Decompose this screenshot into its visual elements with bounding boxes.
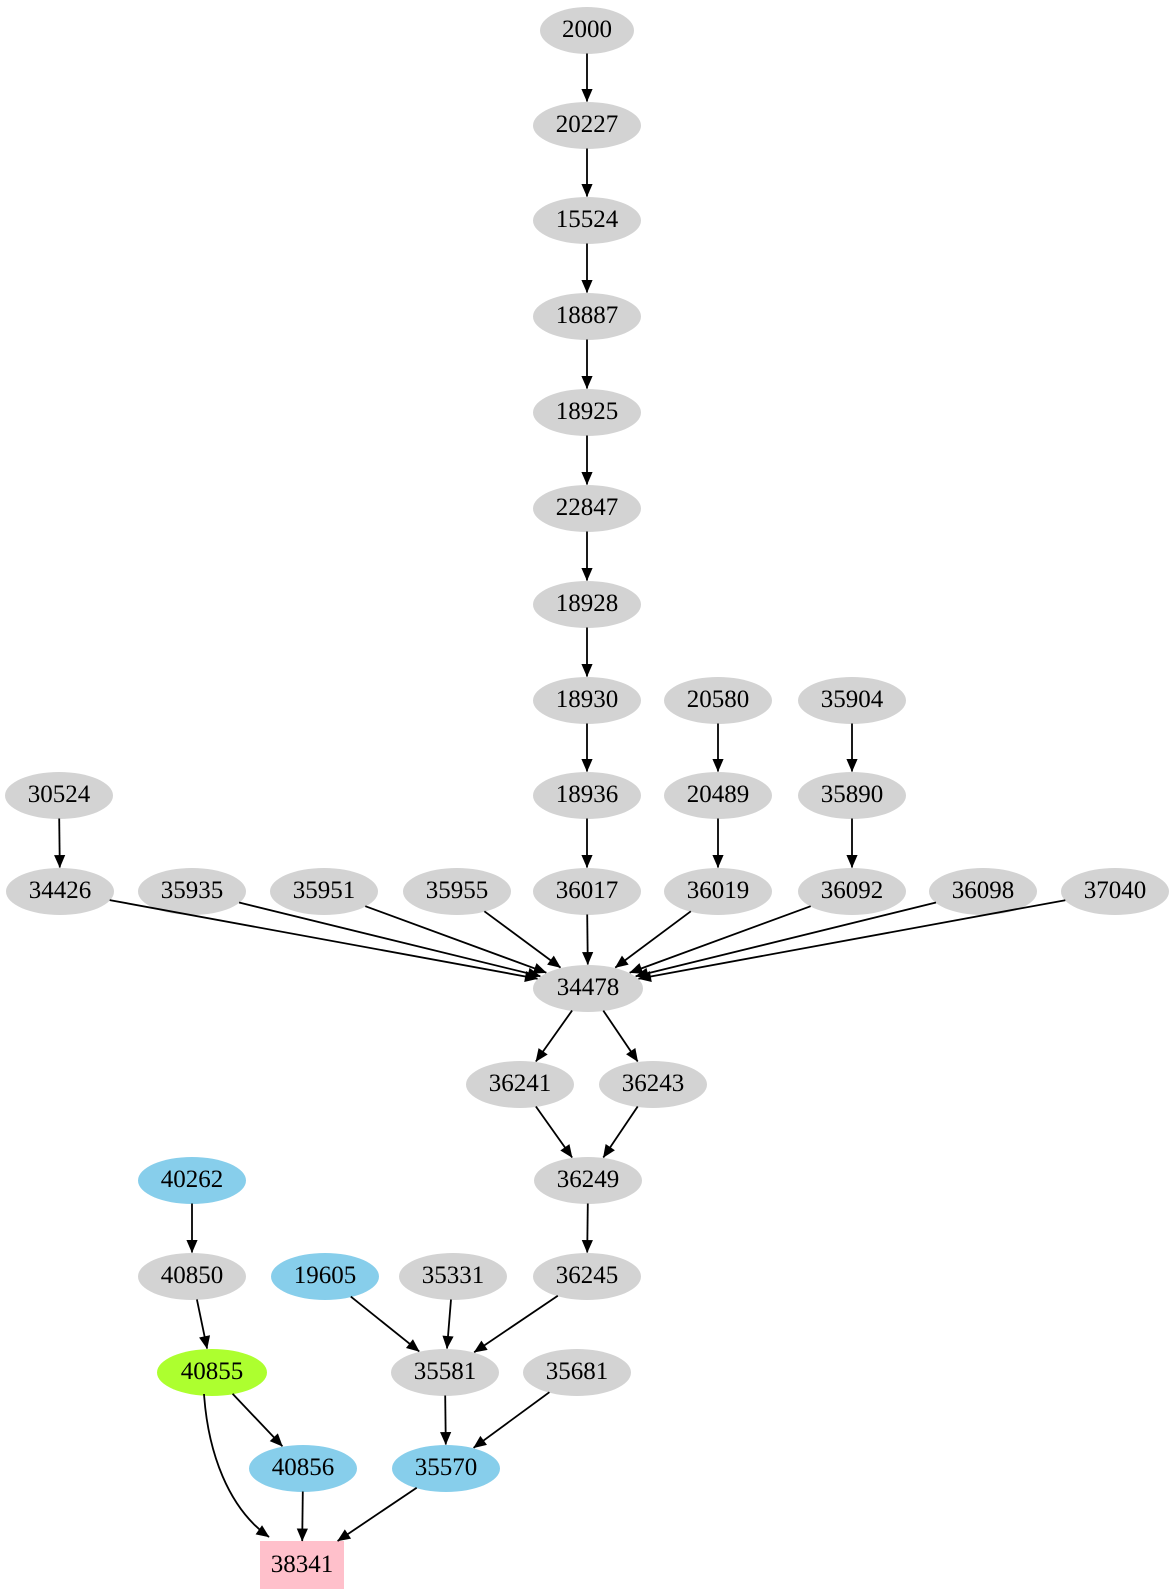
graph-node-35581: 35581 <box>391 1348 499 1396</box>
graph-node-19605: 19605 <box>271 1252 379 1300</box>
graph-node-35955: 35955 <box>403 867 511 915</box>
graph-node-35890: 35890 <box>798 771 906 819</box>
graph-node-40850: 40850 <box>138 1252 246 1300</box>
graph-node-40855: 40855 <box>157 1348 267 1396</box>
graph-edge-36017-34478 <box>582 914 594 966</box>
graph-node-35935: 35935 <box>138 867 246 915</box>
graph-edge-36019-34478 <box>614 910 692 969</box>
graph-edge-19605-35581 <box>350 1295 420 1353</box>
graph-edge-40856-38341 <box>296 1491 308 1542</box>
graph-edge-35951-34478 <box>364 905 547 974</box>
graph-edge-35681-35570 <box>473 1391 550 1449</box>
graph-node-36249: 36249 <box>534 1156 642 1204</box>
graph-node-18930: 18930 <box>533 676 641 724</box>
graph-node-20580: 20580 <box>664 676 772 724</box>
graph-edge-35331-35581 <box>442 1299 454 1350</box>
graph-node-40262: 40262 <box>138 1156 246 1204</box>
graph-node-36019: 36019 <box>664 867 772 915</box>
graph-edge-35955-34478 <box>483 910 562 969</box>
graph-node-35951: 35951 <box>270 867 378 915</box>
graph-node-2000: 2000 <box>540 6 634 54</box>
graph-node-18887: 18887 <box>533 292 641 340</box>
graph-edge-36249-36245 <box>581 1203 593 1254</box>
graph-edge-40855-40856 <box>231 1393 284 1447</box>
graph-node-34426: 34426 <box>6 867 114 915</box>
graph-node-18925: 18925 <box>533 388 641 436</box>
graph-node-38341: 38341 <box>260 1541 344 1589</box>
graph-edge-36092-34478 <box>629 905 812 974</box>
graph-node-36243: 36243 <box>599 1060 707 1108</box>
graph-edge-36241-36249 <box>535 1105 573 1159</box>
graph-node-20489: 20489 <box>664 771 772 819</box>
graph-edge-34478-36241 <box>535 1009 573 1063</box>
graph-edge-34478-36243 <box>602 1010 639 1063</box>
graph-node-18936: 18936 <box>533 771 641 819</box>
graph-node-40856: 40856 <box>249 1444 357 1492</box>
graph-edge-36245-35581 <box>473 1295 559 1353</box>
graph-edge-35570-38341 <box>337 1486 418 1542</box>
graph-edge-40850-40855 <box>196 1299 211 1350</box>
graph-node-20227: 20227 <box>533 101 641 149</box>
graph-edge-35935-34478 <box>238 901 541 979</box>
graph-node-35904: 35904 <box>798 676 906 724</box>
graph-node-35570: 35570 <box>392 1444 500 1492</box>
graph-node-15524: 15524 <box>533 196 641 244</box>
graph-node-34478: 34478 <box>533 964 643 1012</box>
graph-edge-35581-35570 <box>440 1395 452 1446</box>
graph-node-37040: 37040 <box>1061 867 1169 915</box>
graph-edge-36098-34478 <box>635 901 937 979</box>
graph-node-36245: 36245 <box>533 1252 641 1300</box>
graph-node-30524: 30524 <box>5 771 113 819</box>
graph-node-36098: 36098 <box>929 867 1037 915</box>
graph-node-36092: 36092 <box>798 867 906 915</box>
graph-node-22847: 22847 <box>533 484 641 532</box>
graph-edge-36243-36249 <box>602 1105 639 1159</box>
graph-node-35681: 35681 <box>523 1348 631 1396</box>
graph-node-36241: 36241 <box>466 1060 574 1108</box>
graph-node-36017: 36017 <box>533 867 641 915</box>
graph-edge-30524-34426 <box>54 818 66 869</box>
graph-node-35331: 35331 <box>399 1252 507 1300</box>
graph-node-18928: 18928 <box>533 580 641 628</box>
